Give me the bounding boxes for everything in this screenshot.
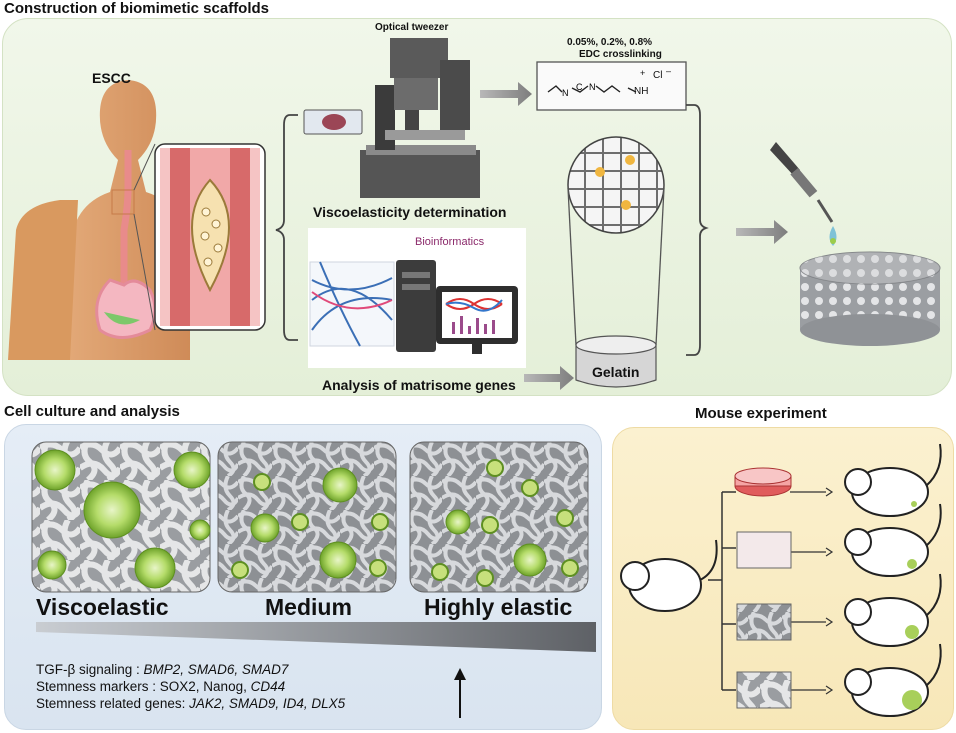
arrow-to-gelatin [524,366,574,390]
bioinformatics-label: Bioinformatics [415,236,485,248]
section-title-cell-culture: Cell culture and analysis [4,403,180,420]
mouse-icons [620,443,942,717]
scaffold-label-viscoelastic: Viscoelastic [36,594,169,620]
upregulation-arrow [454,668,466,718]
gene-line-stemness-genes: Stemness related genes: JAK2, SMAD9, ID4… [36,696,345,711]
plus-charge: + [640,68,646,78]
svg-text:C: C [576,82,583,92]
spheroid-cells [34,449,579,589]
gelatin-scaffold-zoom [567,136,665,388]
esophagus-tumor-zoom [133,143,266,331]
gene-line-tgf-items: BMP2, SMAD6, SMAD7 [143,662,289,677]
gene-line-stemness-markers-items: CD44 [250,679,286,694]
right-brace [686,104,709,356]
porous-scaffold-cylinder [799,251,941,346]
gelatin-label: Gelatin [592,364,640,380]
gene-line-stemness-genes-prefix: Stemness related genes: [36,696,190,711]
chloride-label: Cl [653,70,663,81]
scaffold-label-highly-elastic: Highly elastic [424,594,573,620]
matrisome-label: Analysis of matrisome genes [322,377,516,393]
section-title-mouse: Mouse experiment [695,405,827,422]
pipette-icon [770,142,837,246]
gene-line-stemness-markers-prefix: Stemness markers : SOX2, Nanog, [36,679,251,694]
gene-line-tgf: TGF-β signaling : BMP2, SMAD6, SMAD7 [36,662,288,677]
gene-line-stemness-genes-items: JAK2, SMAD9, ID4, DLX5 [189,696,346,711]
edc-structure-box: N C N [536,61,687,111]
viscoelasticity-label: Viscoelasticity determination [313,204,507,220]
crosslink-concentrations: 0.05%, 0.2%, 0.8% [567,37,653,48]
mouse-tree-lines [708,487,834,695]
nh-label: NH [634,86,649,97]
svg-text:N: N [562,88,569,98]
cells-on-gel [736,531,792,569]
section-title-construction: Construction of biomimetic scaffolds [4,0,270,17]
escc-label: ESCC [92,70,131,86]
bioinformatics-illustration [308,228,526,368]
cells-in-viscoelastic-scaffold [736,671,792,709]
culture-dish [734,467,792,497]
optical-tweezer-icon [360,38,480,198]
minus-charge: – [666,66,672,76]
gene-line-stemness-markers: Stemness markers : SOX2, Nanog, CD44 [36,679,285,694]
elasticity-gradient-wedge [36,622,596,652]
arrow-to-scaffold [736,220,788,244]
sample-slide [303,109,363,135]
gene-line-tgf-prefix: TGF-β signaling : [36,662,144,677]
left-brace [275,114,298,341]
arrow-to-crosslinking [480,82,532,106]
svg-text:N: N [589,82,596,92]
edc-crosslinking-label: EDC crosslinking [579,49,662,60]
cells-in-medium-scaffold [736,603,792,641]
scaffold-label-medium: Medium [265,594,352,620]
optical-tweezer-label: Optical tweezer [375,22,449,33]
